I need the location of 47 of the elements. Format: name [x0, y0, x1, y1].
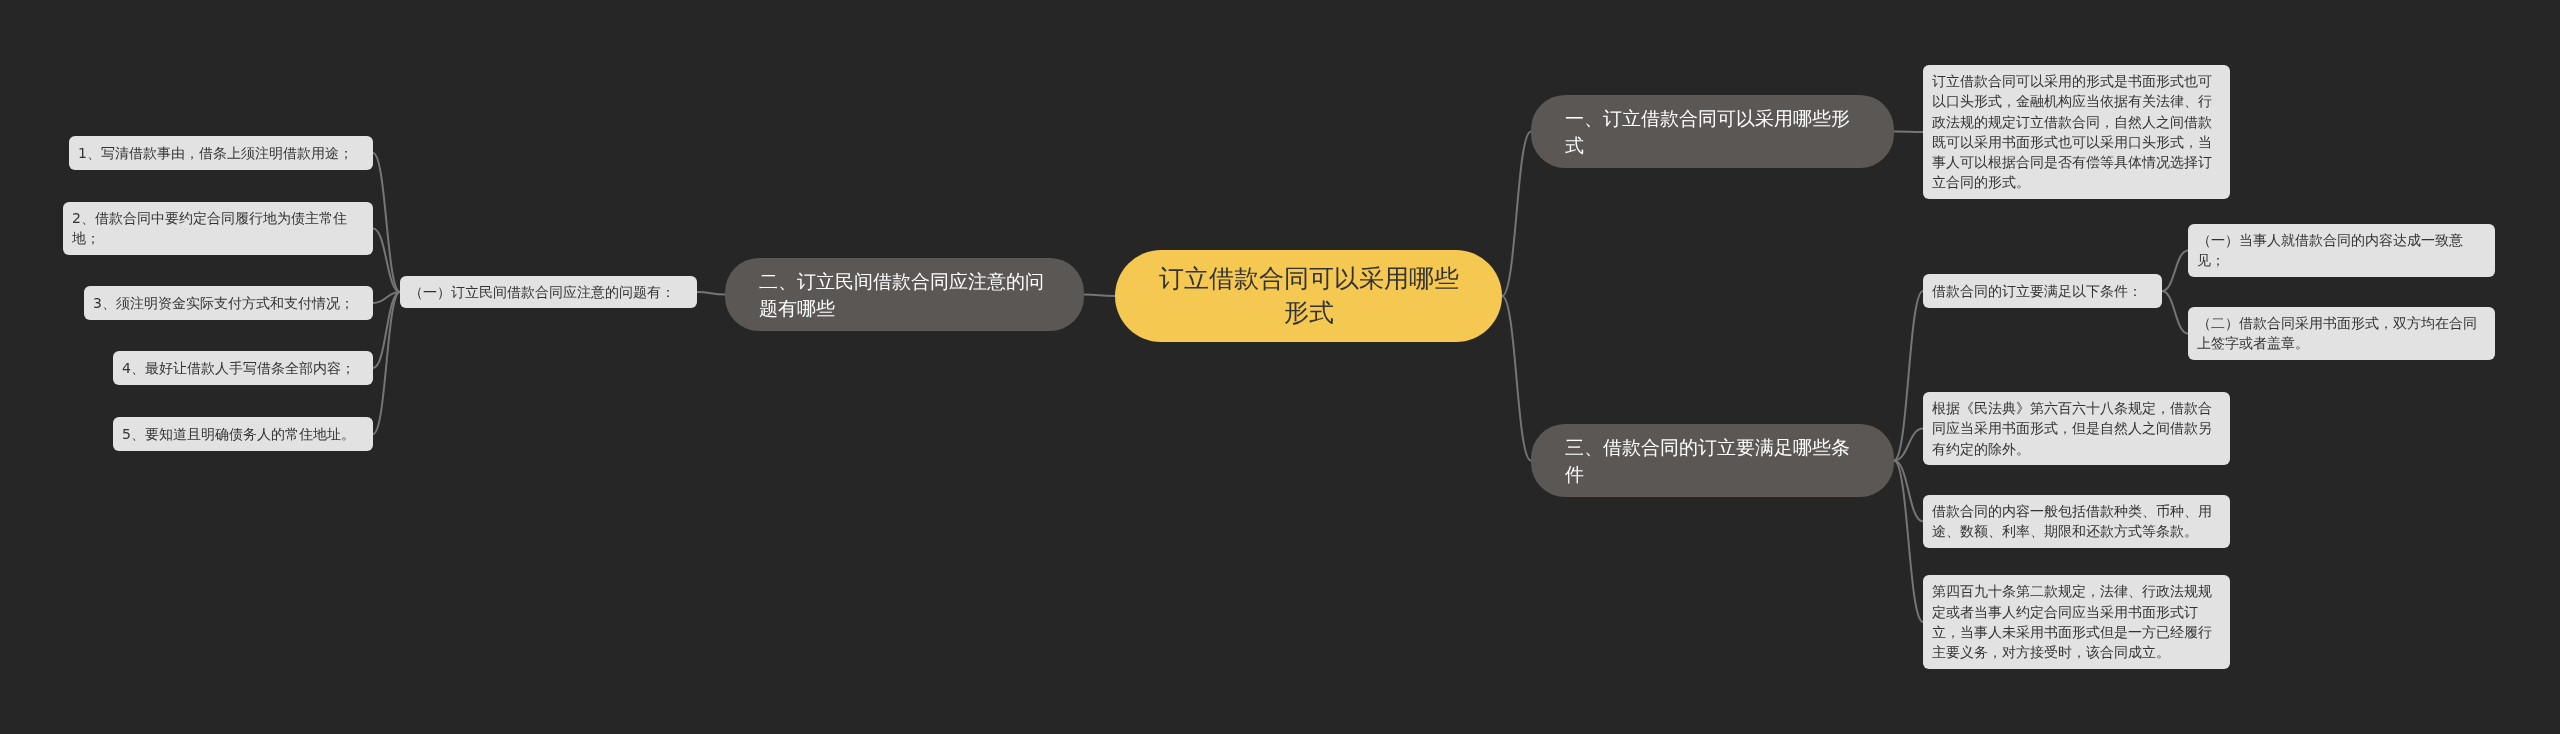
- connector-line: [1893, 130, 1924, 133]
- connector-line: [372, 291, 401, 369]
- note-card: [1923, 65, 2230, 199]
- connector-line: [1893, 290, 1924, 462]
- note-card: [113, 417, 373, 451]
- connector-line: [1083, 293, 1116, 297]
- connector-line: [2161, 290, 2189, 335]
- topic-text: 订立借款合同可以采用哪些形式: [1157, 263, 1460, 329]
- connector-line: [372, 291, 401, 435]
- branch-topic: [1531, 424, 1894, 498]
- note-card: [63, 202, 373, 255]
- connector-line: [372, 152, 401, 293]
- note-card: [113, 351, 373, 385]
- note-card: [1923, 392, 2230, 465]
- topic-text: （一）当事人就借款合同的内容达成一致意见；: [2197, 231, 2464, 271]
- note-card: [2188, 224, 2495, 277]
- topic-text: 二、订立民间借款合同应注意的问题有哪些: [759, 269, 1045, 321]
- topic-text: 一、订立借款合同可以采用哪些形式: [1565, 106, 1851, 158]
- topic-text: （二）借款合同采用书面形式，双方均在合同上签字或者盖章。: [2197, 314, 2478, 354]
- connector-line: [1893, 459, 1924, 523]
- connector-line: [1893, 459, 1924, 623]
- topic-text: 1、写清借款事由，借条上须注明借款用途；: [78, 143, 353, 163]
- connector-line: [2161, 249, 2189, 292]
- topic-text: 借款合同的订立要满足以下条件：: [1932, 281, 2142, 301]
- topic-text: 2、借款合同中要约定合同履行地为债主常住地；: [72, 209, 348, 249]
- topic-text: 5、要知道且明确债务人的常住地址。: [122, 424, 355, 444]
- note-card: [84, 286, 373, 320]
- note-card: [1923, 274, 2162, 308]
- note-card: [69, 136, 373, 170]
- branch-topic: [725, 258, 1084, 332]
- note-card: [400, 276, 697, 309]
- topic-text: 4、最好让借款人手写借条全部内容；: [122, 358, 355, 378]
- connector-line: [696, 291, 726, 296]
- topic-text: 3、须注明资金实际支付方式和支付情况；: [93, 293, 354, 313]
- connector-line: [1501, 295, 1532, 462]
- topic-text: 根据《民法典》第六百六十八条规定，借款合同应当采用书面形式，但是自然人之间借款另有约定的除外。: [1932, 399, 2213, 459]
- topic-text: （一）订立民间借款合同应注意的问题有：: [409, 283, 675, 302]
- topic-text: 第四百九十条第二款规定，法律、行政法规规定或者当事人约定合同应当采用书面形式订立，当事人未采用书面形式但是一方已经履行主要义务，对方接受时，该合同成立。: [1932, 582, 2213, 663]
- note-card: [1923, 575, 2230, 669]
- topic-text: 借款合同的内容一般包括借款种类、币种、用途、数额、利率、期限和还款方式等条款。: [1932, 502, 2213, 542]
- topic-text: 三、借款合同的订立要满足哪些条件: [1565, 435, 1851, 487]
- note-card: [1923, 495, 2230, 548]
- topic-text: 订立借款合同可以采用的形式是书面形式也可以口头形式，金融机构应当依据有关法律、行政法规的规定订立借款合同，自然人之间借款既可以采用书面形式也可以采用口头形式，当事人可以根据合同是否有偿等具体情况选择订立合同的形式。: [1932, 72, 2213, 193]
- note-card: [2188, 307, 2495, 360]
- connector-line: [1893, 427, 1924, 462]
- branch-topic: [1531, 95, 1894, 169]
- connector-line: [1501, 130, 1532, 297]
